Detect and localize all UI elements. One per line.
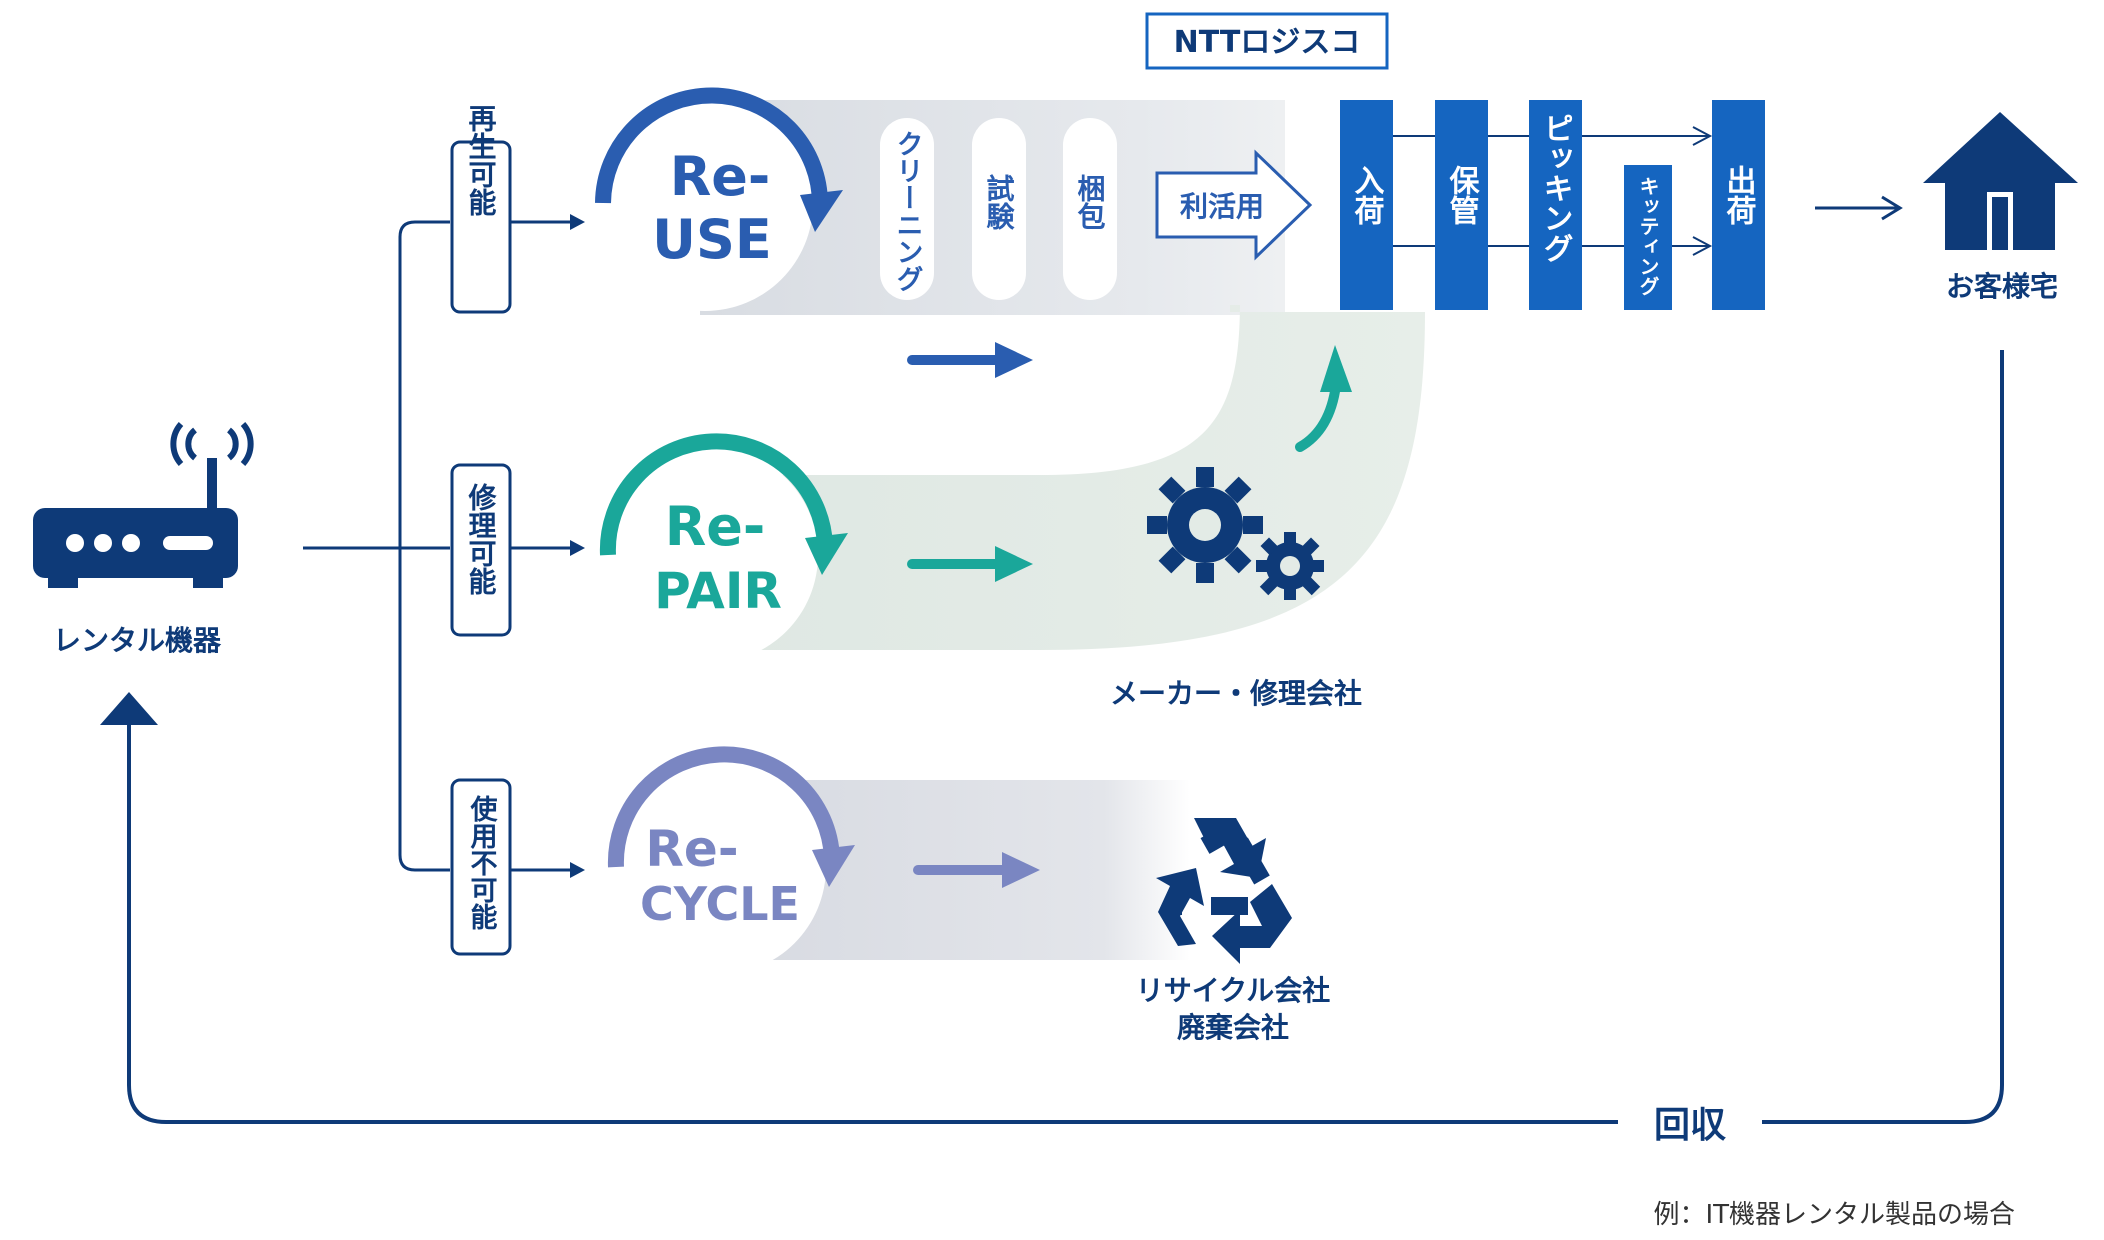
logistics-step-kitting: キッティング (1624, 165, 1672, 310)
logistics-step-picking: ピッキング (1529, 100, 1582, 310)
reuse-utilization-arrow: 利活用 (1155, 149, 1313, 261)
repair-title-1: Re- (665, 495, 766, 558)
recycle-partner-line2: 廃棄会社 (1177, 1011, 1289, 1044)
return-arrowhead (100, 692, 158, 725)
svg-text:キッティング: キッティング (1636, 176, 1660, 296)
condition-box-repair: 修理可能 (450, 463, 512, 637)
condition-recycle-label: 使用不可能 (466, 795, 499, 930)
customer-label: お客様宅 (1946, 270, 2058, 303)
svg-text:入荷: 入荷 (1349, 165, 1385, 225)
house-icon (1923, 112, 2078, 250)
repair-band (740, 300, 1425, 650)
repair-flow-arrow (907, 546, 1033, 582)
logistics-step-receive: 入荷 (1340, 100, 1393, 310)
branch-connectors (303, 220, 578, 872)
reuse-cycle-icon: Re- USE (595, 87, 843, 311)
svg-text:試験: 試験 (983, 173, 1016, 230)
recycle-flow-arrow (913, 852, 1040, 888)
logistics-arrowheads (1692, 126, 1713, 256)
recycle-title-2: CYCLE (640, 877, 800, 931)
svg-text:ピッキング: ピッキング (1538, 113, 1573, 263)
router-icon (33, 422, 254, 588)
repair-partner-label: メーカー・修理会社 (1110, 677, 1362, 710)
svg-text:保管: 保管 (1444, 165, 1480, 225)
condition-box-recycle: 使用不可能 (450, 778, 512, 956)
condition-box-reuse: 再生可能 (450, 104, 512, 314)
gears-icon (1147, 467, 1324, 600)
branch-arrowheads (570, 214, 585, 878)
company-label-box: NTTロジスコ (1145, 12, 1389, 70)
recycle-title-1: Re- (645, 820, 738, 878)
ship-to-customer-arrow (1815, 195, 1903, 221)
footnote: 例：IT機器レンタル製品の場合 (1653, 1200, 2015, 1230)
repair-return-arrow (1295, 345, 1352, 452)
return-loop (127, 350, 2004, 1124)
repair-title-2: PAIR (654, 562, 782, 620)
reuse-title-2: USE (652, 208, 772, 271)
repair-cycle-icon: Re- PAIR (599, 433, 848, 663)
reuse-step-packing: 梱包 (1063, 118, 1117, 300)
svg-text:梱包: 梱包 (1074, 174, 1107, 230)
reuse-flow-arrow (907, 342, 1033, 378)
reuse-step-cleaning: クリーニング (880, 118, 934, 300)
svg-text:利活用: 利活用 (1180, 190, 1264, 223)
condition-repair-label: 修理可能 (465, 483, 498, 595)
company-label: NTTロジスコ (1174, 25, 1361, 60)
logistics-step-ship: 出荷 (1712, 100, 1765, 310)
condition-reuse-label: 再生可能 (465, 104, 498, 216)
recycle-cycle-icon: Re- CYCLE (607, 746, 855, 975)
svg-text:クリーニング: クリーニング (892, 130, 923, 292)
device-label: レンタル機器 (53, 624, 222, 657)
reuse-step-test: 試験 (972, 118, 1026, 300)
recycle-arrows (1156, 818, 1292, 964)
logistics-step-storage: 保管 (1435, 100, 1488, 310)
reuse-title-1: Re- (670, 145, 771, 208)
return-label: 回収 (1654, 1105, 1726, 1146)
svg-text:出荷: 出荷 (1721, 165, 1757, 225)
recycle-partner-line1: リサイクル会社 (1136, 974, 1331, 1007)
